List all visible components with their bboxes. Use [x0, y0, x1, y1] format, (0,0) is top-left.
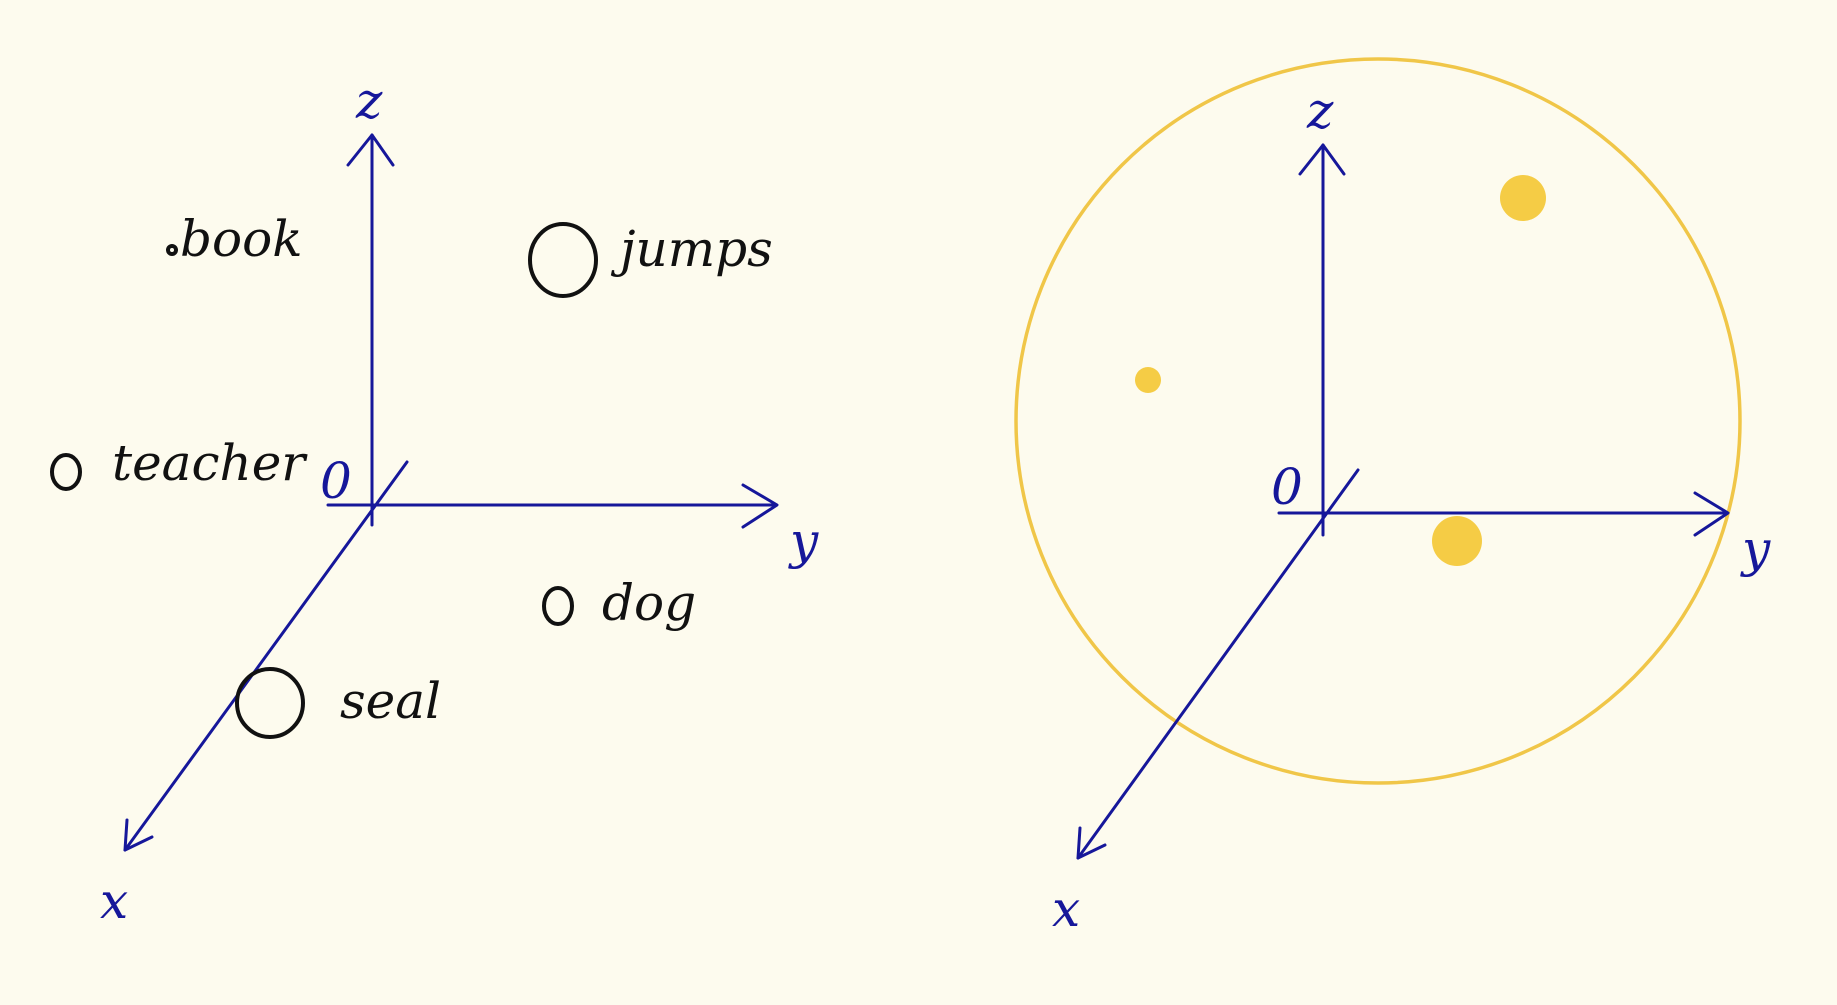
- sphere-point-left: [1135, 367, 1161, 393]
- right-x-axis: [1076, 468, 1360, 860]
- dog-label: dog: [602, 574, 696, 632]
- sphere-point-upper-right: [1500, 175, 1546, 221]
- right-x-arrowhead: [1076, 826, 1107, 860]
- right-origin-label: 0: [1271, 458, 1303, 516]
- left-y-arrowhead: [741, 483, 779, 529]
- seal-label: seal: [340, 672, 441, 730]
- teacher-label: teacher: [112, 434, 308, 492]
- sphere-point-lower: [1432, 516, 1482, 566]
- left-z-arrowhead: [346, 133, 395, 167]
- sphere-points: [1135, 175, 1546, 566]
- right-z-arrowhead: [1298, 143, 1346, 176]
- book-marker: [166, 244, 178, 256]
- left-y-axis-label: y: [788, 512, 819, 570]
- left-panel: z y x 0 book jumps teacher dog seal: [50, 72, 819, 930]
- dog-marker: [542, 586, 574, 626]
- left-x-arrowhead: [123, 818, 154, 852]
- right-y-arrowhead: [1693, 491, 1730, 537]
- right-y-axis-label: y: [1740, 520, 1771, 578]
- left-origin-label: 0: [320, 452, 352, 510]
- jumps-marker: [528, 222, 598, 298]
- left-axes: [123, 133, 779, 852]
- right-x-axis-label: x: [1052, 880, 1080, 938]
- jumps-label: jumps: [610, 220, 773, 278]
- seal-marker: [235, 667, 305, 739]
- right-panel: z y x 0: [1014, 57, 1771, 938]
- left-x-axis: [123, 460, 409, 852]
- right-z-axis-label: z: [1306, 82, 1334, 140]
- book-label: book: [180, 210, 303, 268]
- left-z-axis-label: z: [355, 72, 383, 130]
- right-axes: [1076, 143, 1730, 860]
- left-word-markers: [50, 222, 598, 739]
- sphere-circle: [1014, 57, 1742, 785]
- left-x-axis-label: x: [100, 872, 128, 930]
- teacher-marker: [50, 453, 82, 491]
